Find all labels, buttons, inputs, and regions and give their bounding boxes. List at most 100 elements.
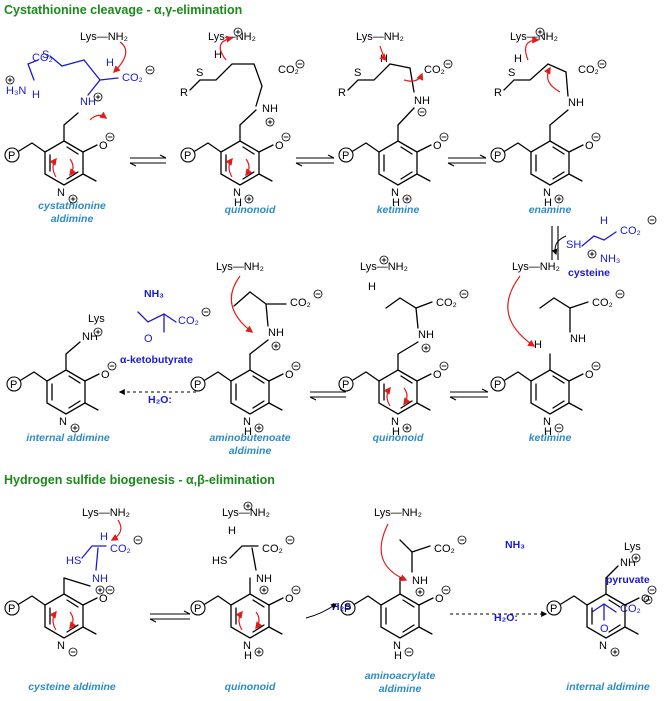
lysine: Lys xyxy=(624,541,641,553)
stage-label-quinonoid-2: quinonoid xyxy=(373,432,424,444)
positive-charge-icon xyxy=(535,27,545,37)
ring-nh-hydrogen: H xyxy=(244,426,252,438)
bond xyxy=(49,55,101,81)
bond xyxy=(249,339,269,355)
carboxylate: CO₂ xyxy=(178,315,199,327)
positive-charge-icon xyxy=(402,423,412,433)
equilibrium-arrow-head xyxy=(447,162,455,167)
carboxylate-2: CO₂ xyxy=(32,52,53,64)
electron-push-arrow xyxy=(380,523,408,582)
carboxylate: CO₂ xyxy=(436,297,457,309)
negative-charge-icon xyxy=(439,361,449,371)
bond xyxy=(87,77,119,96)
pyridoxal-ring: NOP xyxy=(4,124,115,204)
bond xyxy=(265,303,269,327)
ring-nh-hydrogen: H xyxy=(234,197,242,209)
negative-charge-icon xyxy=(285,535,295,545)
electron-push-arrow xyxy=(225,157,233,178)
imine-nh: NH xyxy=(414,95,430,107)
bond xyxy=(409,67,415,93)
phosphate-label: P xyxy=(494,379,501,391)
ammonium: NH₃ xyxy=(600,253,620,265)
ring-nh-hydrogen: H xyxy=(394,650,402,662)
negative-charge-icon xyxy=(404,647,414,657)
bond xyxy=(415,307,419,329)
imine-nh: NH xyxy=(80,96,96,108)
pyridine-ring xyxy=(4,593,98,639)
ring-nitrogen: N xyxy=(543,187,551,199)
positive-charge-icon xyxy=(93,327,103,337)
positive-charge-icon xyxy=(254,647,264,657)
pyridine-ring xyxy=(190,369,284,415)
bond xyxy=(397,107,415,126)
positive-charge-icon xyxy=(233,27,243,37)
electron-push-arrow xyxy=(507,275,536,347)
lysine-amine: Lys—NH₂ xyxy=(216,261,264,273)
negative-charge-icon xyxy=(107,361,117,371)
electron-push-arrow xyxy=(112,41,127,74)
reagent-water-2: H₂O: xyxy=(494,612,518,624)
positive-charge-icon xyxy=(259,585,269,595)
bond xyxy=(539,297,589,309)
bond xyxy=(503,63,567,91)
phenolate-oxygen: O xyxy=(433,369,442,381)
negative-charge-icon xyxy=(417,107,427,117)
electron-push-arrow xyxy=(69,158,77,177)
lysine-amine: Lys—NH₂ xyxy=(82,507,130,519)
stage-label-aminoacrylate-2: aldimine xyxy=(379,683,422,695)
positive-charge-icon xyxy=(70,423,80,433)
bond xyxy=(399,539,431,553)
pyridoxal-ring: NOP xyxy=(4,577,115,657)
ring-nitrogen: N xyxy=(243,416,251,428)
thiol: HS xyxy=(212,555,227,567)
equilibrium-arrow-head xyxy=(295,162,303,167)
carboxylate: CO₂ xyxy=(620,603,641,615)
positive-charge-icon xyxy=(265,117,275,127)
thiol: SH xyxy=(566,239,581,251)
ring-nitrogen: N xyxy=(543,416,551,428)
negative-charge-icon xyxy=(597,59,607,69)
electron-push-arrow xyxy=(235,610,243,631)
phosphate-label: P xyxy=(8,603,15,615)
stage-label-cysteine-aldimine: cysteine aldimine xyxy=(28,681,116,693)
lysine-amine: Lys—NH₂ xyxy=(80,31,128,43)
ring-nitrogen: N xyxy=(243,640,251,652)
electron-push-arrow xyxy=(49,157,57,178)
alpha-h: H xyxy=(100,531,108,543)
bond xyxy=(581,231,617,247)
phosphate-label: P xyxy=(8,150,15,162)
negative-charge-icon xyxy=(295,59,305,69)
electron-push-arrow xyxy=(379,45,388,62)
imine-nh: NH xyxy=(418,329,434,341)
stage-label-internal-aldimine-1: internal aldimine xyxy=(26,432,110,444)
reagent-nh3-1: NH₃ xyxy=(144,288,164,300)
negative-charge-icon xyxy=(647,585,657,595)
electron-push-arrow xyxy=(544,66,561,93)
ring-nitrogen: N xyxy=(393,640,401,652)
positive-charge-icon xyxy=(587,249,597,259)
imine-nh: NH xyxy=(262,103,278,115)
electron-push-arrow xyxy=(383,386,391,407)
ring-nh-hydrogen: H xyxy=(244,650,252,662)
sulfur: S xyxy=(196,67,203,79)
negative-charge-icon xyxy=(647,215,657,225)
phosphate-label: P xyxy=(494,150,501,162)
bond xyxy=(137,311,177,323)
phenolate-oxygen: O xyxy=(285,593,294,605)
keto-oxygen: O xyxy=(600,623,609,635)
proton: H xyxy=(228,525,236,537)
negative-charge-icon xyxy=(281,132,291,142)
positive-charge-icon xyxy=(5,75,15,85)
phenolate-oxygen: O xyxy=(435,593,444,605)
stage-label-cystathionine-1: cystathionine xyxy=(38,200,106,212)
enamine-nh: NH xyxy=(568,97,584,109)
stage-label-internal-aldimine-2: internal aldimine xyxy=(566,681,650,693)
equilibrium-arrow-head xyxy=(129,162,137,167)
electron-push-arrow xyxy=(49,610,57,631)
pyridine-ring xyxy=(338,369,432,415)
bond xyxy=(565,71,569,97)
bond xyxy=(95,547,99,571)
phosphate-label: P xyxy=(10,379,17,391)
